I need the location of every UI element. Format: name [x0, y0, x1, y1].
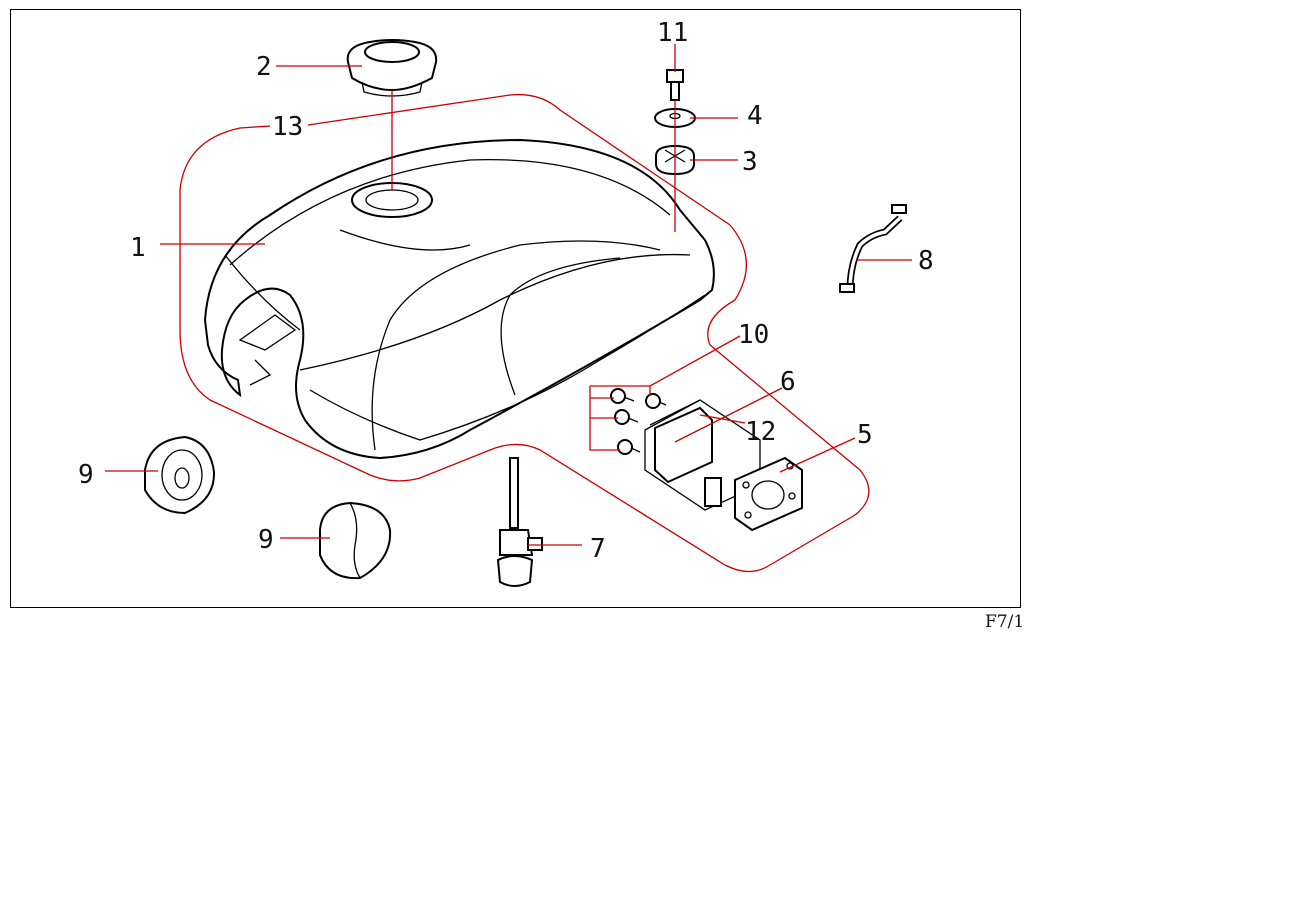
callout-7: 7 — [590, 534, 606, 564]
callout-6: 6 — [780, 367, 796, 397]
callout-11: 11 — [657, 18, 688, 48]
callout-9-pad: 9 — [258, 525, 274, 555]
callout-12: 12 — [745, 417, 776, 447]
callout-10: 10 — [738, 320, 769, 350]
callout-4: 4 — [747, 101, 763, 131]
screw-set — [610, 388, 667, 455]
leader-lines — [105, 44, 912, 546]
callout-8: 8 — [918, 246, 934, 276]
filler-cap — [346, 39, 438, 97]
callout-5: 5 — [857, 420, 873, 450]
callout-3: 3 — [742, 147, 758, 177]
flange-plate — [734, 456, 803, 532]
mounting-bolt — [666, 69, 684, 101]
fuel-hose — [839, 204, 907, 293]
callout-1: 1 — [130, 233, 146, 263]
rubber-damper-ring — [144, 435, 216, 515]
callout-13: 13 — [272, 112, 303, 142]
callout-2: 2 — [256, 52, 272, 82]
callout-9-ring: 9 — [78, 460, 94, 490]
fuel-tap — [496, 457, 543, 587]
gasket — [649, 399, 701, 426]
fuel-tank — [203, 138, 715, 460]
assembly-group-outline — [179, 93, 870, 573]
rubber-damper-pad — [319, 501, 392, 580]
figure-code: F7/1 — [985, 612, 1025, 632]
